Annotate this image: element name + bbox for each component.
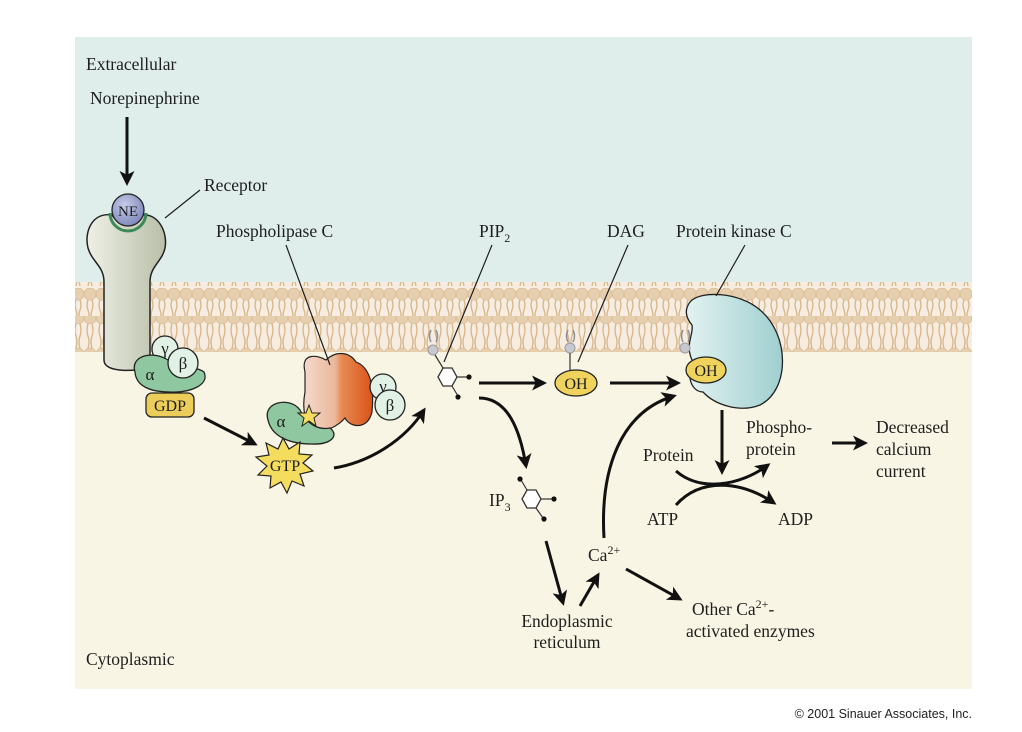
dag-molecule: OH bbox=[554, 329, 598, 397]
gtp-burst: GTP bbox=[254, 436, 315, 495]
pkc-pointer bbox=[715, 244, 746, 297]
protein-to-phosphoprotein-arrow bbox=[675, 463, 771, 486]
beta-subunit-active-label: β bbox=[386, 396, 395, 415]
pip2-to-ip3-arrow bbox=[478, 396, 532, 469]
alpha-subunit-label: α bbox=[146, 365, 155, 384]
cytoplasmic-label: Cytoplasmic bbox=[86, 649, 175, 669]
gamma-subunit-label: γ bbox=[160, 339, 169, 358]
copyright-notice: © 2001 Sinauer Associates, Inc. bbox=[795, 707, 972, 721]
er-label-line2: reticulum bbox=[533, 632, 600, 652]
gdp-text: GDP bbox=[154, 398, 186, 415]
gamma-subunit-active-label: γ bbox=[378, 377, 387, 396]
ip3-molecule bbox=[517, 476, 557, 522]
gdp-to-gtp-arrow bbox=[203, 416, 258, 446]
g-protein-inactive: γ α β bbox=[133, 335, 206, 393]
norepinephrine-label: Norepinephrine bbox=[90, 88, 200, 108]
g-beta-gamma-active: γ β bbox=[369, 373, 406, 421]
phosphoprotein-line2: protein bbox=[746, 439, 796, 459]
extracellular-label: Extracellular bbox=[86, 54, 177, 74]
pip2-label: PIP2 bbox=[479, 221, 510, 245]
ne-ligand: NE bbox=[108, 193, 148, 233]
dag-oh-text: OH bbox=[564, 376, 588, 393]
calcium-label: Ca2+ bbox=[588, 543, 620, 565]
receptor-pointer bbox=[164, 189, 201, 219]
protein-kinase-c: OH bbox=[679, 293, 784, 409]
beta-subunit-label: β bbox=[179, 354, 188, 373]
other-enzymes-line1: Other Ca2+- bbox=[692, 597, 774, 619]
plc-to-pip2-arrow bbox=[333, 407, 426, 470]
pkc-oh-text: OH bbox=[694, 363, 718, 380]
gdp-badge: GDP bbox=[145, 392, 195, 418]
ca-to-enzymes-arrow bbox=[625, 567, 683, 601]
gtp-text: GTP bbox=[270, 458, 300, 475]
gtp-star-icon bbox=[296, 403, 322, 428]
decreased-line1: Decreased bbox=[876, 417, 949, 437]
other-enzymes-line2: activated enzymes bbox=[686, 621, 815, 641]
er-label-line1: Endoplasmic bbox=[521, 611, 613, 631]
ip3-to-er-arrow bbox=[544, 540, 568, 606]
decreased-line3: current bbox=[876, 461, 926, 481]
lipid-bilayer bbox=[75, 282, 972, 352]
dag-label: DAG bbox=[607, 221, 645, 241]
phosphoprotein-line1: Phospho- bbox=[746, 417, 812, 437]
phospholipase-c-pointer bbox=[285, 244, 331, 366]
ne-text: NE bbox=[118, 204, 138, 220]
adp-label: ADP bbox=[778, 509, 813, 529]
extracellular-region bbox=[75, 37, 972, 285]
alpha-active-label: α bbox=[277, 412, 286, 431]
protein-label: Protein bbox=[643, 445, 694, 465]
decreased-line2: calcium bbox=[876, 439, 932, 459]
cytoplasm-region bbox=[75, 350, 972, 689]
dag-pointer bbox=[577, 244, 629, 363]
pip2-molecule bbox=[427, 329, 472, 400]
phospholipase-c-label: Phospholipase C bbox=[216, 221, 333, 241]
atp-to-adp-arrow bbox=[674, 483, 777, 507]
pip2-pointer bbox=[443, 244, 493, 363]
receptor-label: Receptor bbox=[204, 175, 267, 195]
ip3-label: IP3 bbox=[489, 490, 511, 514]
atp-label: ATP bbox=[647, 509, 678, 529]
er-to-ca-arrow bbox=[578, 572, 600, 607]
g-alpha-active: α bbox=[266, 401, 335, 445]
protein-kinase-c-label: Protein kinase C bbox=[676, 221, 792, 241]
ca-to-pkc-arrow bbox=[602, 392, 677, 539]
